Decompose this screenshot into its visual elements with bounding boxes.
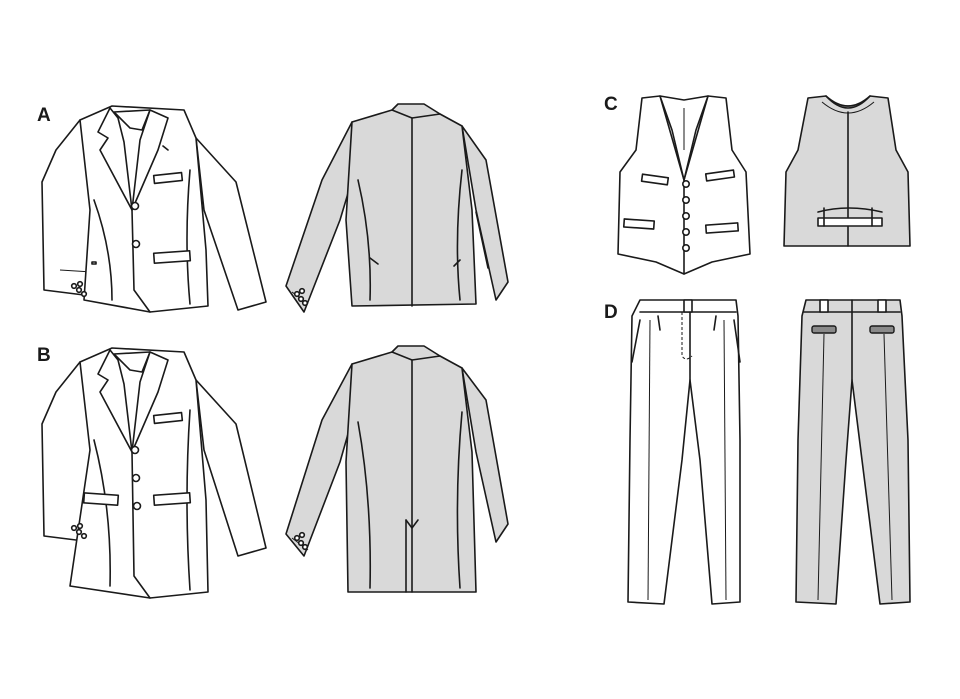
view-label-a: A	[37, 105, 51, 126]
jacket-b-front	[41, 347, 267, 599]
view-label-d: D	[604, 302, 618, 323]
jacket-a-back	[285, 103, 509, 313]
jacket-b-back	[285, 345, 509, 593]
trousers-d-front	[627, 299, 741, 605]
jacket-a-front	[41, 105, 267, 313]
vest-c-front	[617, 95, 751, 275]
view-label-b: B	[37, 345, 51, 366]
vest-c-back	[783, 95, 911, 247]
trousers-d-back	[795, 299, 911, 605]
view-label-c: C	[604, 94, 618, 115]
